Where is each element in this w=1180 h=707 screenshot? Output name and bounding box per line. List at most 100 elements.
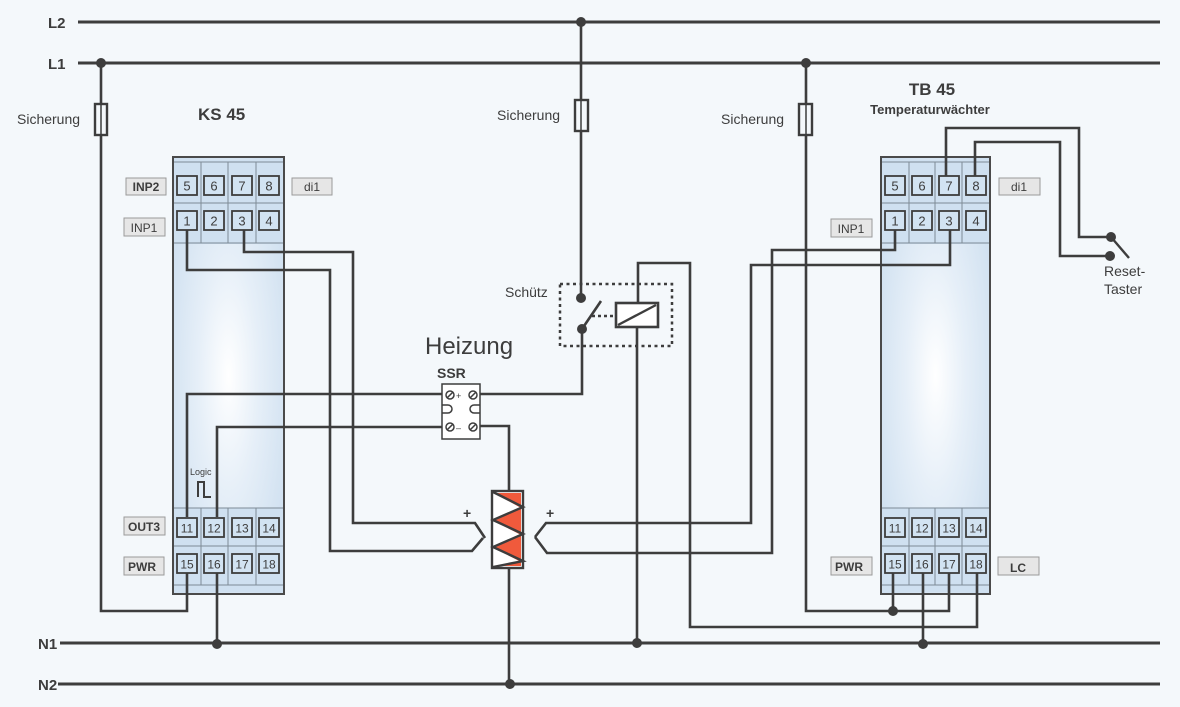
wire-tb45-8-reset <box>973 140 1110 258</box>
tb45-terminal-14[interactable] <box>965 517 987 538</box>
wire-tc-tb45-3 <box>533 230 952 538</box>
ks45-terminal-15[interactable] <box>176 553 198 574</box>
ks45-terminal-2[interactable] <box>203 210 225 231</box>
ssr-relay[interactable] <box>441 383 481 440</box>
tb45-terminal-8[interactable] <box>965 175 987 196</box>
fuse-left-label: Sicherung <box>17 111 80 127</box>
ks45-terminal-5[interactable] <box>176 175 198 196</box>
ssr-label: SSR <box>437 365 466 381</box>
reset-label-line1: Reset- <box>1104 263 1146 279</box>
tb45-terminal-15[interactable] <box>884 553 906 574</box>
wire-l1-ks45-15 <box>99 63 189 613</box>
tb45-terminal-17[interactable] <box>938 553 960 574</box>
contactor-frame <box>558 282 674 348</box>
ssr-screw-icons <box>442 390 480 432</box>
ks45-terminal-14[interactable] <box>258 517 280 538</box>
tb45-terminal-label: 1 <box>891 214 898 229</box>
svg-text:di1: di1 <box>1011 180 1027 194</box>
ks45-terminal-18[interactable] <box>258 553 280 574</box>
tb45-terminal-11[interactable] <box>884 517 906 538</box>
ks45-terminal-12[interactable] <box>203 517 225 538</box>
bus-label-n1: N1 <box>38 636 57 653</box>
tb45-terminal-label: 7 <box>945 179 952 194</box>
ks45-terminal-label: 12 <box>207 522 221 536</box>
svg-text:OUT3: OUT3 <box>128 520 160 534</box>
tb45-terminal-label: 11 <box>889 522 902 536</box>
ks45-tag-di1 <box>291 177 333 196</box>
tb45-terminal-13[interactable] <box>938 517 960 538</box>
ks45-terminal-16[interactable] <box>203 553 225 574</box>
ks45-terminal-label: 1 <box>183 214 190 229</box>
wire-coil-tb45-18 <box>636 261 979 629</box>
ks45-terminal-label: 11 <box>181 522 194 536</box>
tb45-terminal-label: 12 <box>915 522 929 536</box>
ks45-tag-pwr <box>123 556 165 576</box>
ks45-terminal-1[interactable] <box>176 210 198 231</box>
module-ks45[interactable]: KS 45 Logic INP2 di1 INP1 OUT3 PWR <box>123 105 333 595</box>
wire-ssr-heater <box>480 424 511 491</box>
ks45-title: KS 45 <box>198 105 245 124</box>
contact-dot <box>576 293 586 303</box>
tb45-terminal-label: 2 <box>918 214 925 229</box>
tb45-terminal-label: 16 <box>915 558 929 572</box>
pushbutton-icon <box>1110 236 1130 259</box>
ks45-terminal-7[interactable] <box>231 175 253 196</box>
tb45-terminal-2[interactable] <box>911 210 933 231</box>
tc-left-plus: + <box>463 505 471 521</box>
contactor[interactable]: Schütz <box>505 282 674 348</box>
wire-out3-11-ssr-plus <box>185 392 446 517</box>
junction-dot <box>212 639 222 649</box>
reset-button[interactable]: Reset- Taster <box>1104 232 1146 297</box>
tb45-terminal-16[interactable] <box>911 553 933 574</box>
ks45-terminal-label: 2 <box>210 214 217 229</box>
tb45-terminal-5[interactable] <box>884 175 906 196</box>
svg-text:INP1: INP1 <box>131 221 158 235</box>
bus-label-l2: L2 <box>48 15 66 32</box>
tb45-terminal-18[interactable] <box>965 553 987 574</box>
ks45-terminal-3[interactable] <box>231 210 253 231</box>
tb45-terminal-label: 13 <box>942 522 956 536</box>
wire-ks45-1-tc <box>185 230 484 553</box>
tb45-terminal-label: 15 <box>888 558 902 572</box>
wire-l1-tb45-17 <box>804 63 951 613</box>
module-tb45[interactable]: TB 45 Temperaturwächter di1 INP1 PWR LC <box>830 80 1041 595</box>
bus-lines: L2 L1 N1 N2 <box>38 15 1160 694</box>
tb45-terminal-7[interactable] <box>938 175 960 196</box>
tb45-subtitle: Temperaturwächter <box>870 102 990 117</box>
ks45-terminal-4[interactable] <box>258 210 280 231</box>
ks45-terminal-label: 5 <box>183 179 190 194</box>
junction-dot <box>918 639 928 649</box>
junction-dot <box>576 17 586 27</box>
tb45-terminal-label: 17 <box>942 558 956 572</box>
tb45-terminal-12[interactable] <box>911 517 933 538</box>
junction-dot <box>505 679 515 689</box>
tb45-terminal-3[interactable] <box>938 210 960 231</box>
wire-ssr-contactor <box>480 329 584 396</box>
ks45-terminal-11[interactable] <box>176 517 198 538</box>
ks45-terminal-13[interactable] <box>231 517 253 538</box>
wire-ks45-3-tc <box>242 230 487 539</box>
ks45-terminal-label: 14 <box>262 522 276 536</box>
contactor-label: Schütz <box>505 284 548 300</box>
tb45-terminal-label: 14 <box>969 522 983 536</box>
ks45-terminal-17[interactable] <box>231 553 253 574</box>
ks45-tag-inp2 <box>125 177 167 196</box>
tb45-tag-di1 <box>998 177 1041 196</box>
tb45-terminal-label: 18 <box>969 558 983 572</box>
logic-signal-icon <box>197 481 211 498</box>
wire-out3-12-ssr-minus <box>215 425 446 517</box>
tb45-terminal-1[interactable] <box>884 210 906 231</box>
fuse-right-label: Sicherung <box>721 111 784 127</box>
ks45-terminal-label: 7 <box>238 179 245 194</box>
tb45-terminal-6[interactable] <box>911 175 933 196</box>
ks45-terminal-8[interactable] <box>258 175 280 196</box>
tb45-terminal-label: 5 <box>891 179 898 194</box>
tb45-terminal-4[interactable] <box>965 210 987 231</box>
tb45-terminal-label: 8 <box>972 179 979 194</box>
junction-dot <box>632 638 642 648</box>
ks45-terminal-label: 13 <box>235 522 249 536</box>
ks45-terminal-6[interactable] <box>203 175 225 196</box>
tb45-tag-pwr <box>830 556 873 576</box>
svg-text:PWR: PWR <box>835 560 863 574</box>
